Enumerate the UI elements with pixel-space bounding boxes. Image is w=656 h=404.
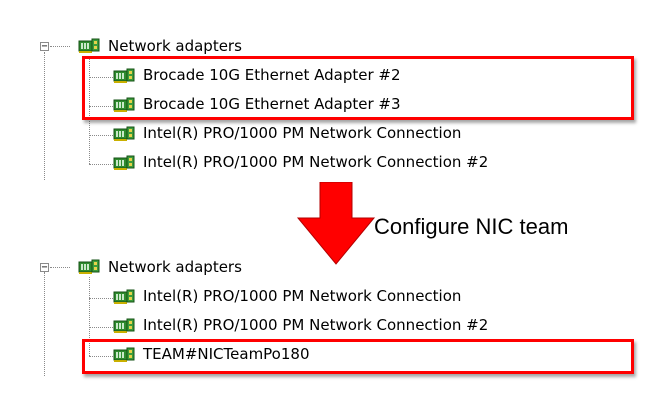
network-card-icon [113,155,135,171]
tree-line [50,267,70,268]
collapse-expander-icon[interactable]: − [40,41,49,52]
device-item[interactable]: Intel(R) PRO/1000 PM Network Connection [143,287,462,305]
tree-line [89,77,113,78]
tree-line [89,277,90,356]
tree-line [89,56,90,164]
network-card-icon [113,126,135,142]
tree-line [44,52,45,180]
highlight-box [82,339,634,374]
tree-line [89,298,113,299]
tree-line [44,272,45,376]
tree-line [89,164,113,165]
network-card-icon [78,38,100,54]
device-item[interactable]: Intel(R) PRO/1000 PM Network Connection … [143,316,489,334]
category-network-adapters[interactable]: Network adapters [108,258,242,276]
network-card-icon [113,318,135,334]
collapse-expander-icon[interactable]: − [40,262,49,273]
highlight-box [82,56,634,120]
tree-line [89,356,113,357]
device-item[interactable]: Brocade 10G Ethernet Adapter #3 [143,95,401,113]
category-network-adapters[interactable]: Network adapters [108,37,242,55]
device-item[interactable]: Brocade 10G Ethernet Adapter #2 [143,66,401,84]
tree-line [89,135,113,136]
down-arrow-icon [296,182,376,265]
tree-line [89,327,113,328]
device-item[interactable]: Intel(R) PRO/1000 PM Network Connection … [143,153,489,171]
device-item[interactable]: Intel(R) PRO/1000 PM Network Connection [143,124,462,142]
network-card-icon [113,289,135,305]
network-card-icon [78,259,100,275]
tree-line [89,106,113,107]
transition-caption: Configure NIC team [374,214,569,239]
tree-line [50,46,70,47]
device-item-team[interactable]: TEAM#NICTeamPo180 [143,345,310,363]
